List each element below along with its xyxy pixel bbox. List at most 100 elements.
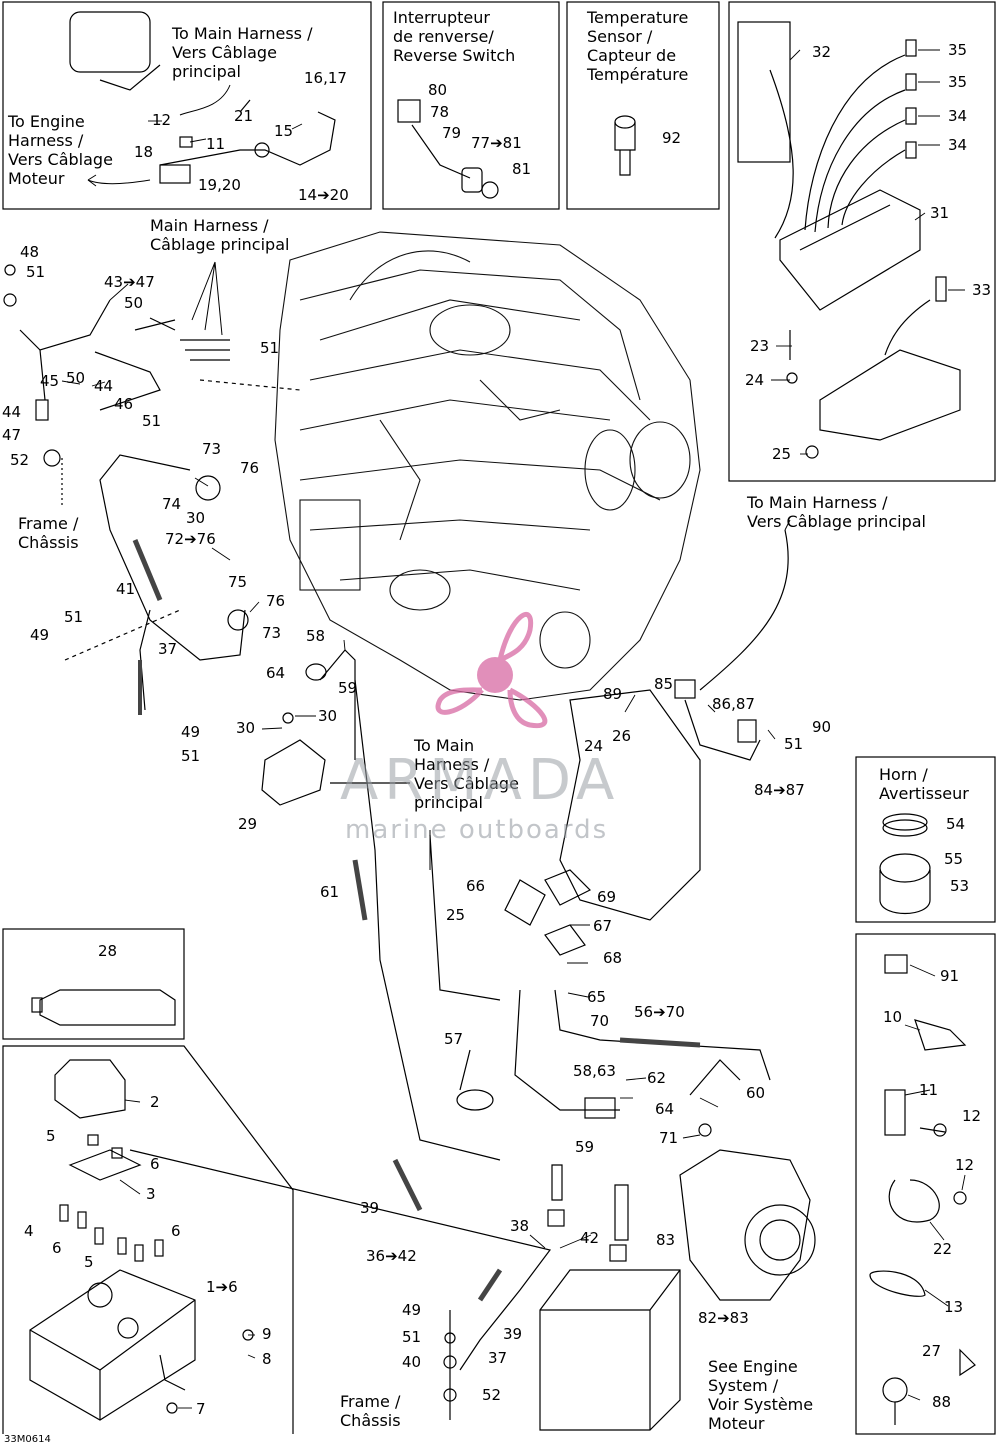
callout: 5 [46,1127,56,1145]
caption-engine-system: See Engine System / Voir Système Moteur [708,1357,814,1433]
callout: 25 [772,445,792,463]
grease-tube-sketch [31,989,176,1026]
callout: 6 [150,1155,160,1173]
callout: 89 [603,685,623,703]
callout: 85 [654,675,674,693]
callout: 8 [262,1350,272,1368]
callout: 44 [2,403,22,421]
reverse-switch-box [382,1,560,210]
callout: 75 [228,573,248,591]
callout: 34 [948,136,968,154]
caption-engine-harness: To Engine Harness / Vers Câblage Moteur [8,112,113,188]
callout: 71 [659,1129,679,1147]
callout: 52 [482,1386,502,1404]
callout: 50 [66,369,86,387]
horn-sketch [879,813,931,915]
watermark-name: ARMADA [340,748,621,813]
callout: 26 [612,727,632,745]
relay-box-panel [2,1045,294,1434]
callout: 76 [240,459,260,477]
callout: 12 [962,1107,982,1125]
battery-sketch [539,1164,681,1431]
callout: 81 [512,160,532,178]
callout: 24 [584,737,604,755]
callout: 6 [171,1222,181,1240]
callout: 51 [402,1328,422,1346]
alternator-sketch [679,1123,816,1301]
callout: 23 [750,337,770,355]
callout: 72➔76 [165,530,216,548]
callout: 6 [52,1239,62,1257]
callout: 76 [266,592,286,610]
callout: 30 [236,719,256,737]
callout: 11 [206,135,226,153]
callout: 90 [812,718,832,736]
caption-temp-sensor: Temperature Sensor / Capteur de Températ… [587,8,689,84]
caption-horn: Horn / Avertisseur [879,765,969,803]
callout: 51 [26,263,46,281]
callout: 77➔81 [471,134,522,152]
callout: 73 [262,624,282,642]
arrows [87,84,791,870]
callout: 58,63 [573,1062,616,1080]
clamps-sketch [869,954,976,1425]
callout: 2 [150,1093,160,1111]
grease-box [2,928,185,1040]
callout: 49 [402,1301,422,1319]
reverse-switch-sketch [397,99,499,199]
callout: 12 [955,1156,975,1174]
callout: 67 [593,917,613,935]
callout: 53 [950,877,970,895]
callout: 80 [428,81,448,99]
callout: 56➔70 [634,1003,685,1021]
callout: 46 [114,395,134,413]
callout: 51 [181,747,201,765]
callout: 92 [662,129,682,147]
callout: 59 [575,1138,595,1156]
engine-illustration [274,231,701,701]
callout: 88 [932,1393,952,1411]
callout: 3 [146,1185,156,1203]
battery-cables-sketch [129,834,771,1420]
callout: 1➔6 [206,1278,238,1296]
callout: 13 [944,1298,964,1316]
callout: 48 [20,243,40,261]
callout: 47 [2,426,22,444]
fuse-box-panel [728,1,996,482]
callout: 43➔47 [104,273,155,291]
callout: 30 [186,509,206,527]
caption-frame-top: Frame / Châssis [18,514,79,552]
caption-main-harness-mid: Main Harness / Câblage principal [150,216,290,254]
callout: 28 [98,942,118,960]
watermark-tagline: marine outboards [345,815,609,845]
caption-frame-bottom: Frame / Châssis [340,1392,401,1430]
callout: 49 [181,723,201,741]
callout: 70 [590,1012,610,1030]
figure-id: 33M0614 [4,1434,51,1445]
callout: 86,87 [712,695,755,713]
callout: 10 [883,1008,903,1026]
callout: 52 [10,451,30,469]
relay-box-sketch [29,1059,254,1421]
callout: 27 [922,1342,942,1360]
callout: 68 [603,949,623,967]
callout: 49 [30,626,50,644]
engine-harness-sketch [69,11,336,184]
caption-main-harness-top: To Main Harness / Vers Câblage principal [172,24,313,81]
callout: 30 [318,707,338,725]
harness-84-87-sketch [559,529,789,921]
temp-sensor-box [566,1,720,210]
callout: 14➔20 [298,186,349,204]
callout: 51 [142,412,162,430]
callout: 35 [948,73,968,91]
callout: 37 [488,1349,508,1367]
callout: 18 [134,143,154,161]
callout: 73 [202,440,222,458]
callout: 31 [930,204,950,222]
callout: 54 [946,815,966,833]
callout: 65 [587,988,607,1006]
callout: 59 [338,679,358,697]
callout: 32 [812,43,832,61]
